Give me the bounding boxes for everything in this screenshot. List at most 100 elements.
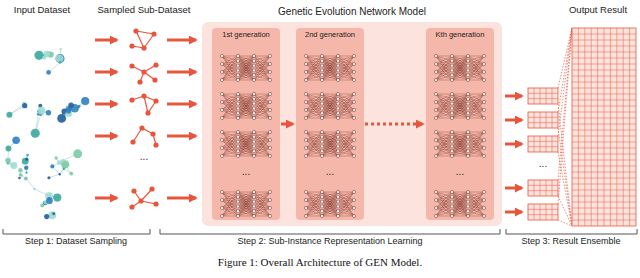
flow-arrow xyxy=(505,211,522,214)
net-weight xyxy=(436,192,452,216)
net-unit xyxy=(304,138,307,141)
net-unit xyxy=(352,146,355,149)
net-unit xyxy=(450,154,453,157)
net-weight xyxy=(238,206,254,216)
net-weight xyxy=(306,142,322,156)
net-unit xyxy=(220,198,223,201)
net-weight xyxy=(254,192,270,197)
net-unit xyxy=(450,140,453,143)
net-unit xyxy=(220,108,223,111)
net-unit xyxy=(320,107,323,110)
net-weight xyxy=(322,132,338,151)
net-unit xyxy=(320,200,323,203)
grid-line xyxy=(572,184,636,185)
net-weight xyxy=(436,118,452,119)
net-weight xyxy=(238,192,254,211)
net-unit xyxy=(482,190,485,193)
net-weight xyxy=(322,151,338,156)
net-weight xyxy=(468,102,484,113)
net-weight xyxy=(222,211,238,216)
grid-line xyxy=(572,64,636,65)
net-weight xyxy=(338,197,354,216)
neural-net xyxy=(304,54,355,81)
net-weight xyxy=(452,142,468,156)
net-weight xyxy=(452,137,468,156)
net-unit xyxy=(236,150,239,153)
step-label: Step 2: Sub-Instance Representation Lear… xyxy=(237,237,422,247)
net-unit xyxy=(320,154,323,157)
net-unit xyxy=(352,214,355,217)
grid-line xyxy=(610,28,611,226)
net-weight xyxy=(322,99,338,118)
net-weight xyxy=(254,192,270,216)
net-weight xyxy=(306,80,322,81)
net-weight xyxy=(452,192,468,197)
net-weight xyxy=(222,206,238,216)
net-weight xyxy=(452,56,468,57)
net-weight xyxy=(238,56,254,80)
net-unit xyxy=(220,54,223,57)
net-weight xyxy=(222,192,238,193)
network-vertex xyxy=(40,203,44,207)
net-weight xyxy=(238,151,254,156)
grid-line xyxy=(572,142,636,143)
net-weight xyxy=(238,94,254,99)
net-unit xyxy=(320,64,323,67)
net-weight xyxy=(452,61,468,80)
net-unit xyxy=(336,154,339,157)
net-weight xyxy=(254,192,270,216)
net-weight xyxy=(222,216,238,217)
net-weight xyxy=(338,132,354,137)
ellipsis: ... xyxy=(326,166,334,177)
net-unit xyxy=(466,135,469,138)
net-weight xyxy=(322,70,338,80)
net-weight xyxy=(306,56,322,64)
net-weight xyxy=(254,94,270,118)
net-unit xyxy=(268,92,271,95)
net-weight xyxy=(222,56,238,57)
net-unit xyxy=(252,69,255,72)
net-weight xyxy=(306,99,322,118)
net-weight xyxy=(468,192,484,216)
network-link xyxy=(62,160,63,161)
net-weight xyxy=(338,192,354,216)
net-unit xyxy=(304,92,307,95)
net-weight xyxy=(452,99,468,118)
net-unit xyxy=(236,59,239,62)
net-weight xyxy=(306,148,322,156)
net-weight xyxy=(306,192,322,216)
net-weight xyxy=(306,211,322,216)
net-weight xyxy=(338,94,354,118)
net-unit xyxy=(336,97,339,100)
net-unit xyxy=(220,116,223,119)
net-unit xyxy=(352,130,355,133)
net-weight xyxy=(254,132,270,151)
net-weight xyxy=(254,132,270,133)
net-weight xyxy=(254,56,270,64)
net-weight xyxy=(436,94,452,95)
net-weight xyxy=(468,148,484,156)
net-weight xyxy=(452,146,468,156)
grid-line xyxy=(528,141,558,142)
net-weight xyxy=(238,108,254,118)
net-weight xyxy=(306,94,322,118)
net-weight xyxy=(452,192,468,211)
net-weight xyxy=(222,197,238,216)
flow-arrow xyxy=(505,95,522,98)
step-bracket xyxy=(3,229,150,234)
net-weight xyxy=(238,151,254,156)
generation-arrow xyxy=(365,123,423,126)
net-weight xyxy=(238,94,254,118)
net-weight xyxy=(238,56,254,61)
net-unit xyxy=(434,206,437,209)
net-weight xyxy=(254,56,270,75)
net-weight xyxy=(436,151,452,156)
grid-line xyxy=(604,28,605,226)
ensemble-line xyxy=(558,220,572,226)
ensemble-line xyxy=(558,152,572,226)
net-weight xyxy=(338,56,354,80)
grid-line xyxy=(597,28,598,226)
generation-column: Kth generation xyxy=(426,28,494,220)
net-unit xyxy=(320,210,323,213)
net-unit xyxy=(252,190,255,193)
